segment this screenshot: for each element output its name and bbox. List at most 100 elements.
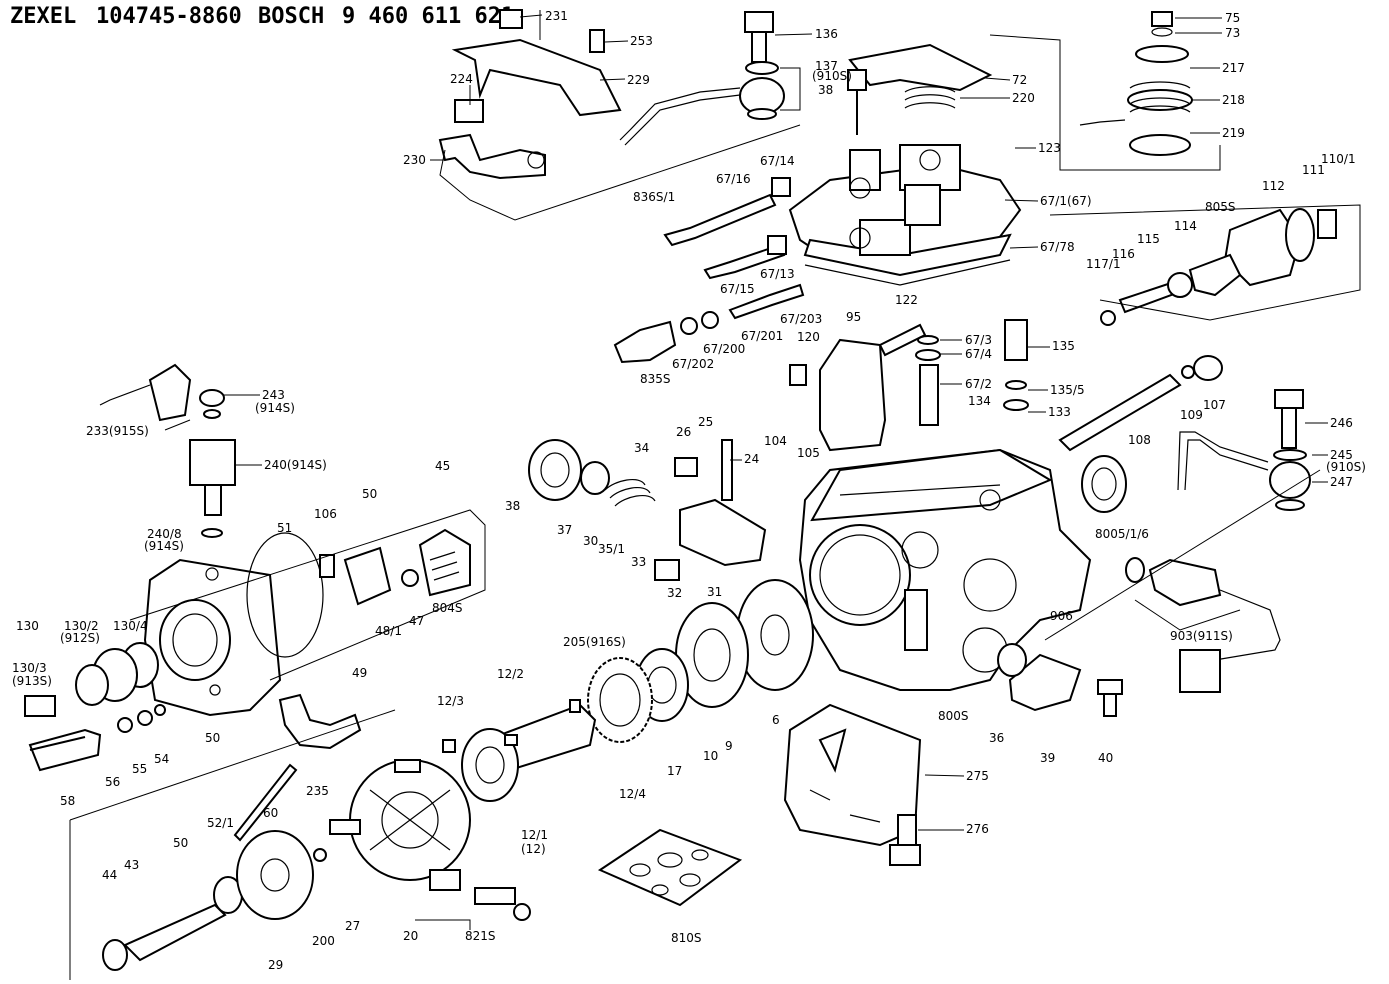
label-137: 137 [815, 59, 838, 73]
label-117-1: 117/1 [1086, 257, 1121, 271]
label-54: 54 [154, 752, 169, 766]
label-75: 75 [1225, 11, 1240, 25]
label-245: 245 [1330, 448, 1353, 462]
label-9: 9 [725, 739, 733, 753]
label-108: 108 [1128, 433, 1151, 447]
label-50-bottom: 50 [173, 836, 188, 850]
label-111: 111 [1302, 163, 1325, 177]
label-73: 73 [1225, 26, 1240, 40]
label-67-14: 67/14 [760, 154, 795, 168]
label-112: 112 [1262, 179, 1285, 193]
label-243-914s: (914S) [255, 401, 295, 415]
label-50-mid: 50 [205, 731, 220, 745]
label-33: 33 [631, 555, 646, 569]
valve-stack [915, 319, 1029, 426]
label-245-910s: (910S) [1326, 460, 1366, 474]
side-cover [997, 643, 1123, 717]
label-67-203: 67/203 [780, 312, 822, 326]
flyweight-holder [329, 759, 531, 921]
label-56: 56 [105, 775, 120, 789]
label-130-4: 130/4 [113, 619, 148, 633]
label-58: 58 [60, 794, 75, 808]
label-110-1: 110/1 [1321, 152, 1356, 166]
label-36: 36 [989, 731, 1004, 745]
maker-label-zexel: ZEXEL [10, 4, 77, 29]
label-233-915s: 233(915S) [86, 424, 149, 438]
label-67-202: 67/202 [672, 357, 714, 371]
label-67-200: 67/200 [703, 342, 745, 356]
label-25: 25 [698, 415, 713, 429]
label-50-top: 50 [362, 487, 377, 501]
label-106: 106 [314, 507, 337, 521]
label-51: 51 [277, 521, 292, 535]
cam-plate-components [528, 439, 767, 581]
label-12-3: 12/3 [437, 694, 464, 708]
label-20: 20 [403, 929, 418, 943]
pump-housing [798, 448, 1092, 691]
label-205-916s: 205(916S) [563, 635, 626, 649]
label-246: 246 [1330, 416, 1353, 430]
adjusting-screws [613, 177, 805, 364]
distributor-head [143, 532, 324, 717]
label-130-2: 130/2 [64, 619, 99, 633]
governor-cover [788, 144, 1022, 286]
label-810s: 810S [671, 931, 702, 945]
label-27: 27 [345, 919, 360, 933]
label-49: 49 [352, 666, 367, 680]
label-240-8-914s: (914S) [144, 539, 184, 553]
label-114: 114 [1174, 219, 1197, 233]
label-67-4: 67/4 [965, 347, 992, 361]
label-130-3-913s: (913S) [12, 674, 52, 688]
fuel-cutoff-solenoid [99, 363, 236, 538]
zexel-part-number: 104745-8860 [96, 4, 242, 29]
banjo-fitting-top [619, 11, 785, 146]
label-67-13: 67/13 [760, 267, 795, 281]
label-107: 107 [1203, 398, 1226, 412]
label-12-2: 12/2 [497, 667, 524, 681]
label-122: 122 [895, 293, 918, 307]
label-275: 275 [966, 769, 989, 783]
label-224: 224 [450, 72, 473, 86]
label-67-2: 67/2 [965, 377, 992, 391]
label-219: 219 [1222, 126, 1245, 140]
label-240-914s: 240(914S) [264, 458, 327, 472]
label-38-mid: 38 [505, 499, 520, 513]
label-130-3: 130/3 [12, 661, 47, 675]
roller-ring-discs [635, 579, 814, 722]
bell-crank [789, 323, 927, 452]
label-133: 133 [1048, 405, 1071, 419]
label-230: 230 [403, 153, 426, 167]
label-906: 906 [1050, 609, 1073, 623]
label-105: 105 [797, 446, 820, 460]
mounting-bracket [783, 703, 922, 866]
label-200: 200 [312, 934, 335, 948]
drive-gear-and-shaft [442, 657, 653, 802]
label-67-15: 67/15 [720, 282, 755, 296]
banjo-fitting-right [1125, 389, 1311, 693]
label-8005-1-6: 8005/1/6 [1095, 527, 1149, 541]
label-67-1-67: 67/1(67) [1040, 194, 1092, 208]
label-67-78: 67/78 [1040, 240, 1075, 254]
governor-lever [847, 43, 993, 135]
label-95: 95 [846, 310, 861, 324]
label-134: 134 [968, 394, 991, 408]
label-32: 32 [667, 586, 682, 600]
label-17: 17 [667, 764, 682, 778]
label-12-1: 12/1 [521, 828, 548, 842]
label-240-8: 240/8 [147, 527, 182, 541]
label-130: 130 [16, 619, 39, 633]
label-37: 37 [557, 523, 572, 537]
label-6: 6 [772, 713, 780, 727]
label-43: 43 [124, 858, 139, 872]
label-30: 30 [583, 534, 598, 548]
label-109: 109 [1180, 408, 1203, 422]
label-45: 45 [435, 459, 450, 473]
label-253: 253 [630, 34, 653, 48]
label-231: 231 [545, 9, 568, 23]
callout-labels: 231 253 229 224 230 136 137 (910S) 38 72… [12, 9, 1366, 972]
label-47: 47 [409, 614, 424, 628]
label-26: 26 [676, 425, 691, 439]
label-243: 243 [262, 388, 285, 402]
label-104: 104 [764, 434, 787, 448]
